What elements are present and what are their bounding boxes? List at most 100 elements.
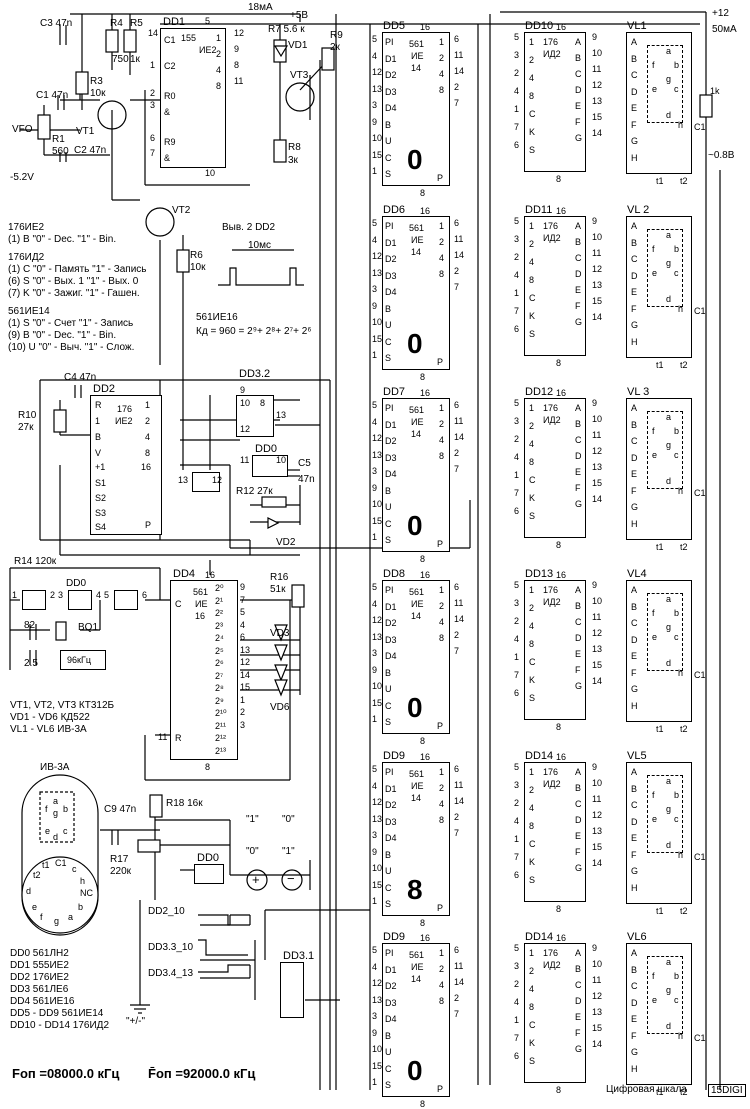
iv3a-pin: C1 [55,858,67,868]
pin-number: 10 [592,959,603,969]
pin-label: 2¹ [215,595,224,606]
segment-label: b [674,426,680,436]
pin-label: K [529,493,536,503]
chip-type: 561 [409,587,425,597]
segment-label: e [652,84,658,94]
pin-label: 8 [439,633,445,643]
pin-label: P [437,903,444,913]
pin-number: 8 [556,540,562,550]
pin-number: 11 [158,732,168,742]
pin-label: H [631,152,638,163]
pin-label: U [385,1047,392,1057]
pin-label: F [575,665,581,675]
counter-digit: 0 [407,510,423,541]
chip-type: 16 [195,611,206,621]
pin-number: 13 [592,644,603,654]
pin-label: C [631,618,638,628]
footer-tag: 15DIGI [708,1084,746,1097]
pin-label: S [529,511,536,521]
pin-label: S [385,535,392,545]
pin-label: D1 [385,53,397,64]
label-r18: R18 16к [166,798,203,809]
segment-label: b [674,244,680,254]
pin-label: 2⁶ [215,658,224,668]
chip-type: 561 [409,39,425,49]
pin-number: 1 [12,590,18,600]
pin-label: 4 [529,984,535,994]
pin-label: G [631,502,639,512]
pin-label: C [631,254,638,264]
pin-label: 1 [439,37,445,47]
display-t1: t1 [656,724,664,734]
pin-label: D3 [385,997,397,1008]
pin-number: 10 [372,133,383,143]
label-vfo: VFO [12,124,33,135]
chip-type: ИД2 [543,597,561,607]
pin-label: 4 [145,432,151,442]
pin-number: 3 [372,284,378,294]
label-r6: R6 [190,250,203,261]
chip-type: ИД2 [543,779,561,789]
label-r1: R1 [52,134,65,145]
legend-parts: VT1, VT2, VT3 КТ312Б VD1 - VD6 КД522 VL1… [10,700,114,736]
segment-label: d [666,294,672,304]
pin-label: 2 [216,49,222,59]
pin-label: C2 [164,61,176,71]
pin-number: 5 [372,945,378,955]
signal-dd2-10: DD2_10 [148,906,185,917]
segment-label: a [666,776,672,786]
pin-label: D4 [385,287,397,297]
pin-label: E [575,649,582,659]
pin-label: A [631,585,638,595]
pin-label: D [575,633,582,643]
pin-label: E [575,831,582,841]
display-t1: t1 [656,906,664,916]
pin-label: D3 [385,86,397,97]
label-vd3: VD3 [270,628,290,639]
display-c1: C1 [694,488,706,498]
pin-number: 11 [454,961,464,971]
pin-number: 15 [592,112,603,122]
pin-number: 14 [240,669,251,680]
pin-label: F [575,117,581,127]
pin-number: 11 [592,612,602,622]
iv3a-pin: g [54,916,60,926]
segment-label: d [666,840,672,850]
pin-number: 4 [372,780,378,791]
segment-label: f [652,790,655,800]
pin-label: B [385,1030,392,1041]
pin-number: 15 [592,842,603,852]
pin-number: 1 [240,694,246,705]
display-c1: C1 [694,670,706,680]
note-line: 176ИЕ2 [8,222,45,233]
label-v5: +5В [290,10,309,21]
pin-label: 16 [141,462,152,472]
pin-number: 13 [592,462,603,472]
pin-label: F [631,849,637,860]
pin-number: 8 [234,60,240,70]
pin-number: 12 [212,475,223,485]
pin-label: E [631,103,638,113]
pin-number: 8 [420,736,426,746]
pin-number: 3 [240,719,246,730]
pin-label: C [385,518,392,529]
label-r1-value: 560 [52,146,69,157]
pin-number: 8 [420,554,426,564]
display-title: VL 2 [627,204,650,216]
display-t1: t1 [656,542,664,552]
note-line: (9) B "0" - Dec. "1" - Bin. [8,330,117,341]
pin-number: 3 [514,598,520,608]
pin-label: D2 [385,800,397,810]
pin-number: 3 [372,830,378,840]
label-c2: C2 47n [74,145,107,156]
pin-number: 10 [592,778,603,788]
pin-label: R9 [164,137,176,147]
pin-number: 2 [454,266,460,276]
decoder-title: DD11 [525,204,553,216]
pin-number: 2 [454,993,460,1003]
pin-number: 5 [205,16,211,26]
